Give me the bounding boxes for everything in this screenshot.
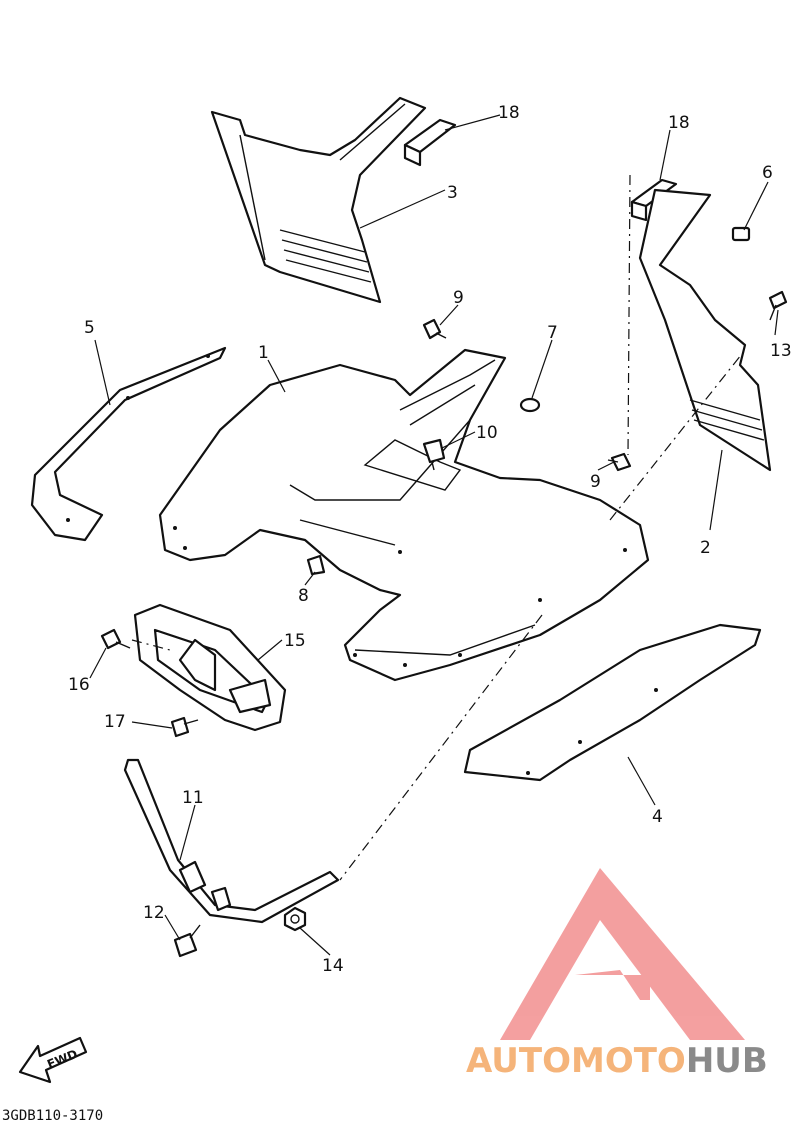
callout-11: 11 — [182, 788, 204, 808]
watermark-text-hub: HUB — [686, 1041, 768, 1081]
part-4-right-trim-strip — [463, 623, 762, 782]
callout-17: 17 — [104, 712, 126, 732]
fwd-direction-arrow: FWD — [18, 1036, 88, 1084]
callout-18-left: 18 — [498, 103, 520, 123]
callout-16: 16 — [68, 675, 90, 695]
bolt-6 — [731, 226, 751, 242]
bolt-13 — [768, 290, 788, 321]
screw-10 — [422, 438, 446, 471]
part-1-front-fender — [158, 348, 650, 682]
screw-8 — [306, 554, 326, 576]
watermark-text-moto: MOTO — [571, 1041, 686, 1081]
callout-5: 5 — [84, 318, 95, 338]
watermark-text: AUTOMOTOHUB — [466, 1041, 768, 1081]
assembly-lines — [131, 174, 746, 881]
nut-14 — [283, 906, 307, 932]
callout-3: 3 — [447, 183, 458, 203]
bolt-16 — [100, 628, 131, 650]
watermark-text-auto: AUTO — [466, 1041, 571, 1081]
watermark-triangle — [500, 868, 745, 1040]
callout-13: 13 — [770, 341, 792, 361]
part-5-left-trim-strip — [30, 346, 227, 542]
part-2-right-side-cover — [638, 188, 772, 472]
callout-18-right: 18 — [668, 113, 690, 133]
callout-15: 15 — [284, 631, 306, 651]
bolt-17 — [170, 716, 199, 738]
bolt-12 — [173, 924, 201, 958]
callout-1: 1 — [258, 343, 269, 363]
callout-10: 10 — [476, 423, 498, 443]
bolt-9-lower — [607, 452, 632, 472]
part-3-left-side-cover — [210, 96, 427, 304]
part-15-headlight-bracket — [133, 603, 287, 732]
callout-6: 6 — [762, 163, 773, 183]
diagram-code: 3GDB110-3170 — [2, 1108, 103, 1124]
callout-8: 8 — [298, 586, 309, 606]
grommet-7 — [519, 397, 541, 413]
callout-2: 2 — [700, 538, 711, 558]
callout-9-lower: 9 — [590, 472, 601, 492]
watermark-logo — [500, 868, 745, 1040]
callout-9-upper: 9 — [453, 288, 464, 308]
part-11-fender-stay — [123, 758, 340, 924]
callout-7: 7 — [547, 323, 558, 343]
part-18-pad-left — [403, 118, 457, 167]
leader-lines — [89, 114, 779, 956]
bolt-9-upper — [422, 318, 447, 340]
callout-4: 4 — [652, 807, 663, 827]
watermark-inner-g — [575, 970, 650, 1000]
callout-12: 12 — [143, 903, 165, 923]
callout-14: 14 — [322, 956, 344, 976]
